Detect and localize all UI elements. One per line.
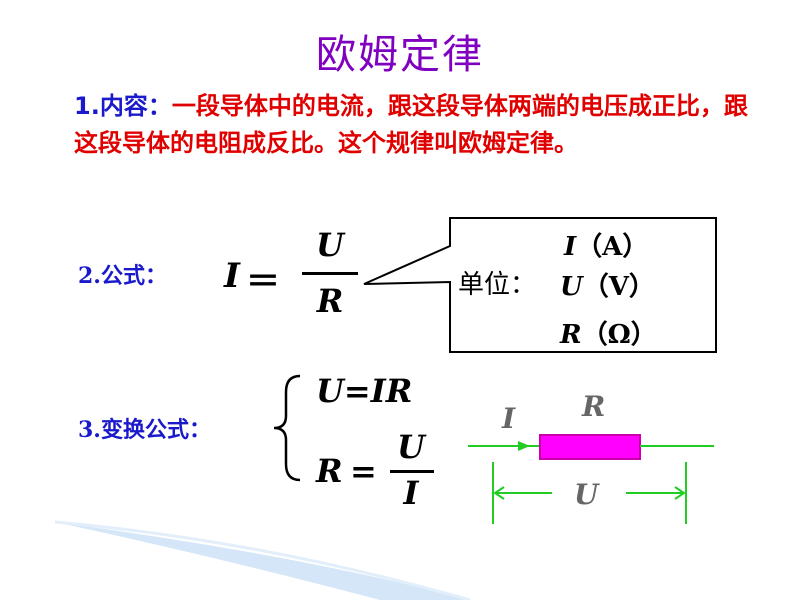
page-title: 欧姆定律 bbox=[316, 32, 484, 78]
section-3-label: 3.变换公式： bbox=[78, 412, 211, 444]
circuit-voltage-label: U bbox=[574, 478, 599, 511]
formula-numerator: U bbox=[316, 226, 344, 264]
section-1-number: 1. bbox=[74, 92, 100, 120]
unit-row-resistance: R（Ω） bbox=[560, 314, 657, 351]
unit-value-resistance: （Ω） bbox=[581, 320, 657, 350]
section-1-heading: 内容： bbox=[99, 92, 172, 120]
units-label: 单位： bbox=[458, 270, 537, 300]
formula2-lhs: R bbox=[316, 452, 343, 490]
formula2-equals: = bbox=[350, 452, 377, 490]
circuit-current-label: I bbox=[502, 402, 516, 435]
section-2-number: 2. bbox=[78, 263, 101, 289]
section-2-label: 2.公式： bbox=[78, 258, 167, 290]
formula-u-equals-ir: U=IR bbox=[316, 372, 413, 410]
unit-symbol-resistance: R bbox=[560, 320, 582, 350]
section-2-heading: 公式： bbox=[100, 264, 167, 289]
formula-equals: ＝ bbox=[246, 262, 280, 302]
unit-symbol-current: I bbox=[564, 232, 577, 262]
unit-value-voltage: （V） bbox=[582, 272, 655, 302]
formula2-denominator: I bbox=[403, 474, 419, 512]
voltage-arrow-right-icon bbox=[674, 486, 686, 500]
definition-text: 一段导体中的电流，跟这段导体两端的电压成正比，跟这段导体的电阻成反比。这个规律叫… bbox=[74, 92, 748, 157]
section-3-heading: 变换公式： bbox=[100, 418, 211, 443]
section-3-number: 3. bbox=[78, 417, 101, 443]
unit-value-current: （A） bbox=[576, 232, 649, 262]
voltage-arrow-left-icon bbox=[493, 486, 505, 500]
current-arrow-icon bbox=[518, 441, 530, 451]
resistor bbox=[539, 434, 641, 460]
brace-icon bbox=[273, 374, 301, 482]
formula-lhs: I bbox=[224, 256, 240, 296]
definition-paragraph: 1.内容：一段导体中的电流，跟这段导体两端的电压成正比，跟这段导体的电阻成反比。… bbox=[74, 88, 764, 162]
formula2-numerator: U bbox=[397, 428, 425, 466]
circuit-resistor-label: R bbox=[582, 390, 606, 423]
unit-symbol-voltage: U bbox=[560, 272, 583, 302]
unit-row-voltage: U（V） bbox=[560, 266, 655, 303]
units-callout-box bbox=[363, 217, 717, 353]
formula-denominator: R bbox=[316, 282, 344, 320]
unit-row-current: I（A） bbox=[564, 226, 648, 263]
resistor-circuit-diagram bbox=[468, 434, 714, 524]
formula-fraction-bar bbox=[302, 272, 358, 275]
formula2-fraction-bar bbox=[390, 470, 434, 473]
